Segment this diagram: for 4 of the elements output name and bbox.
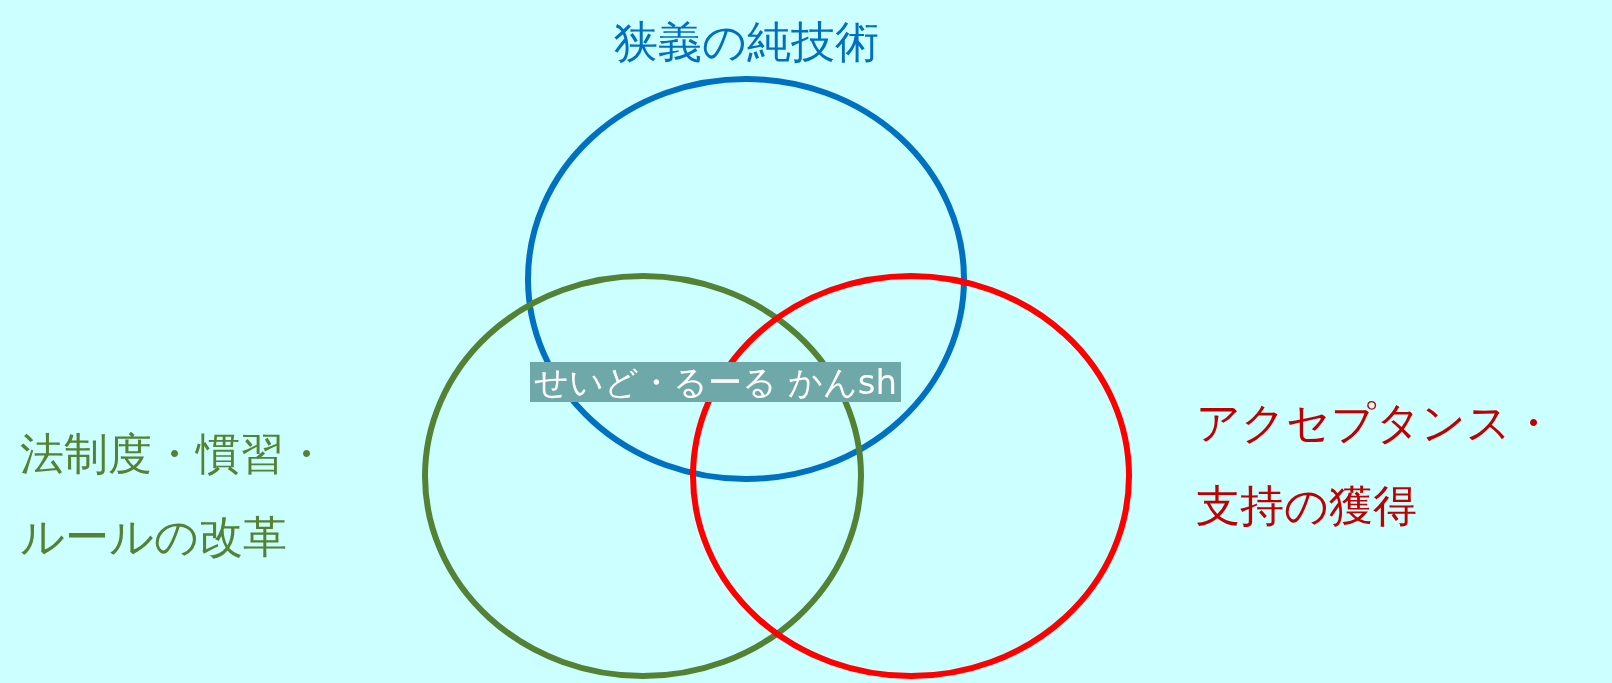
- circle-label: 狭義の純技術: [612, 15, 880, 69]
- circle-label: アクセプタンス・支持の獲得: [1196, 396, 1556, 533]
- faint-text: せいど・るーる かんsh: [530, 362, 902, 402]
- circle-label: 法制度・慣習・ルールの改革: [20, 427, 329, 564]
